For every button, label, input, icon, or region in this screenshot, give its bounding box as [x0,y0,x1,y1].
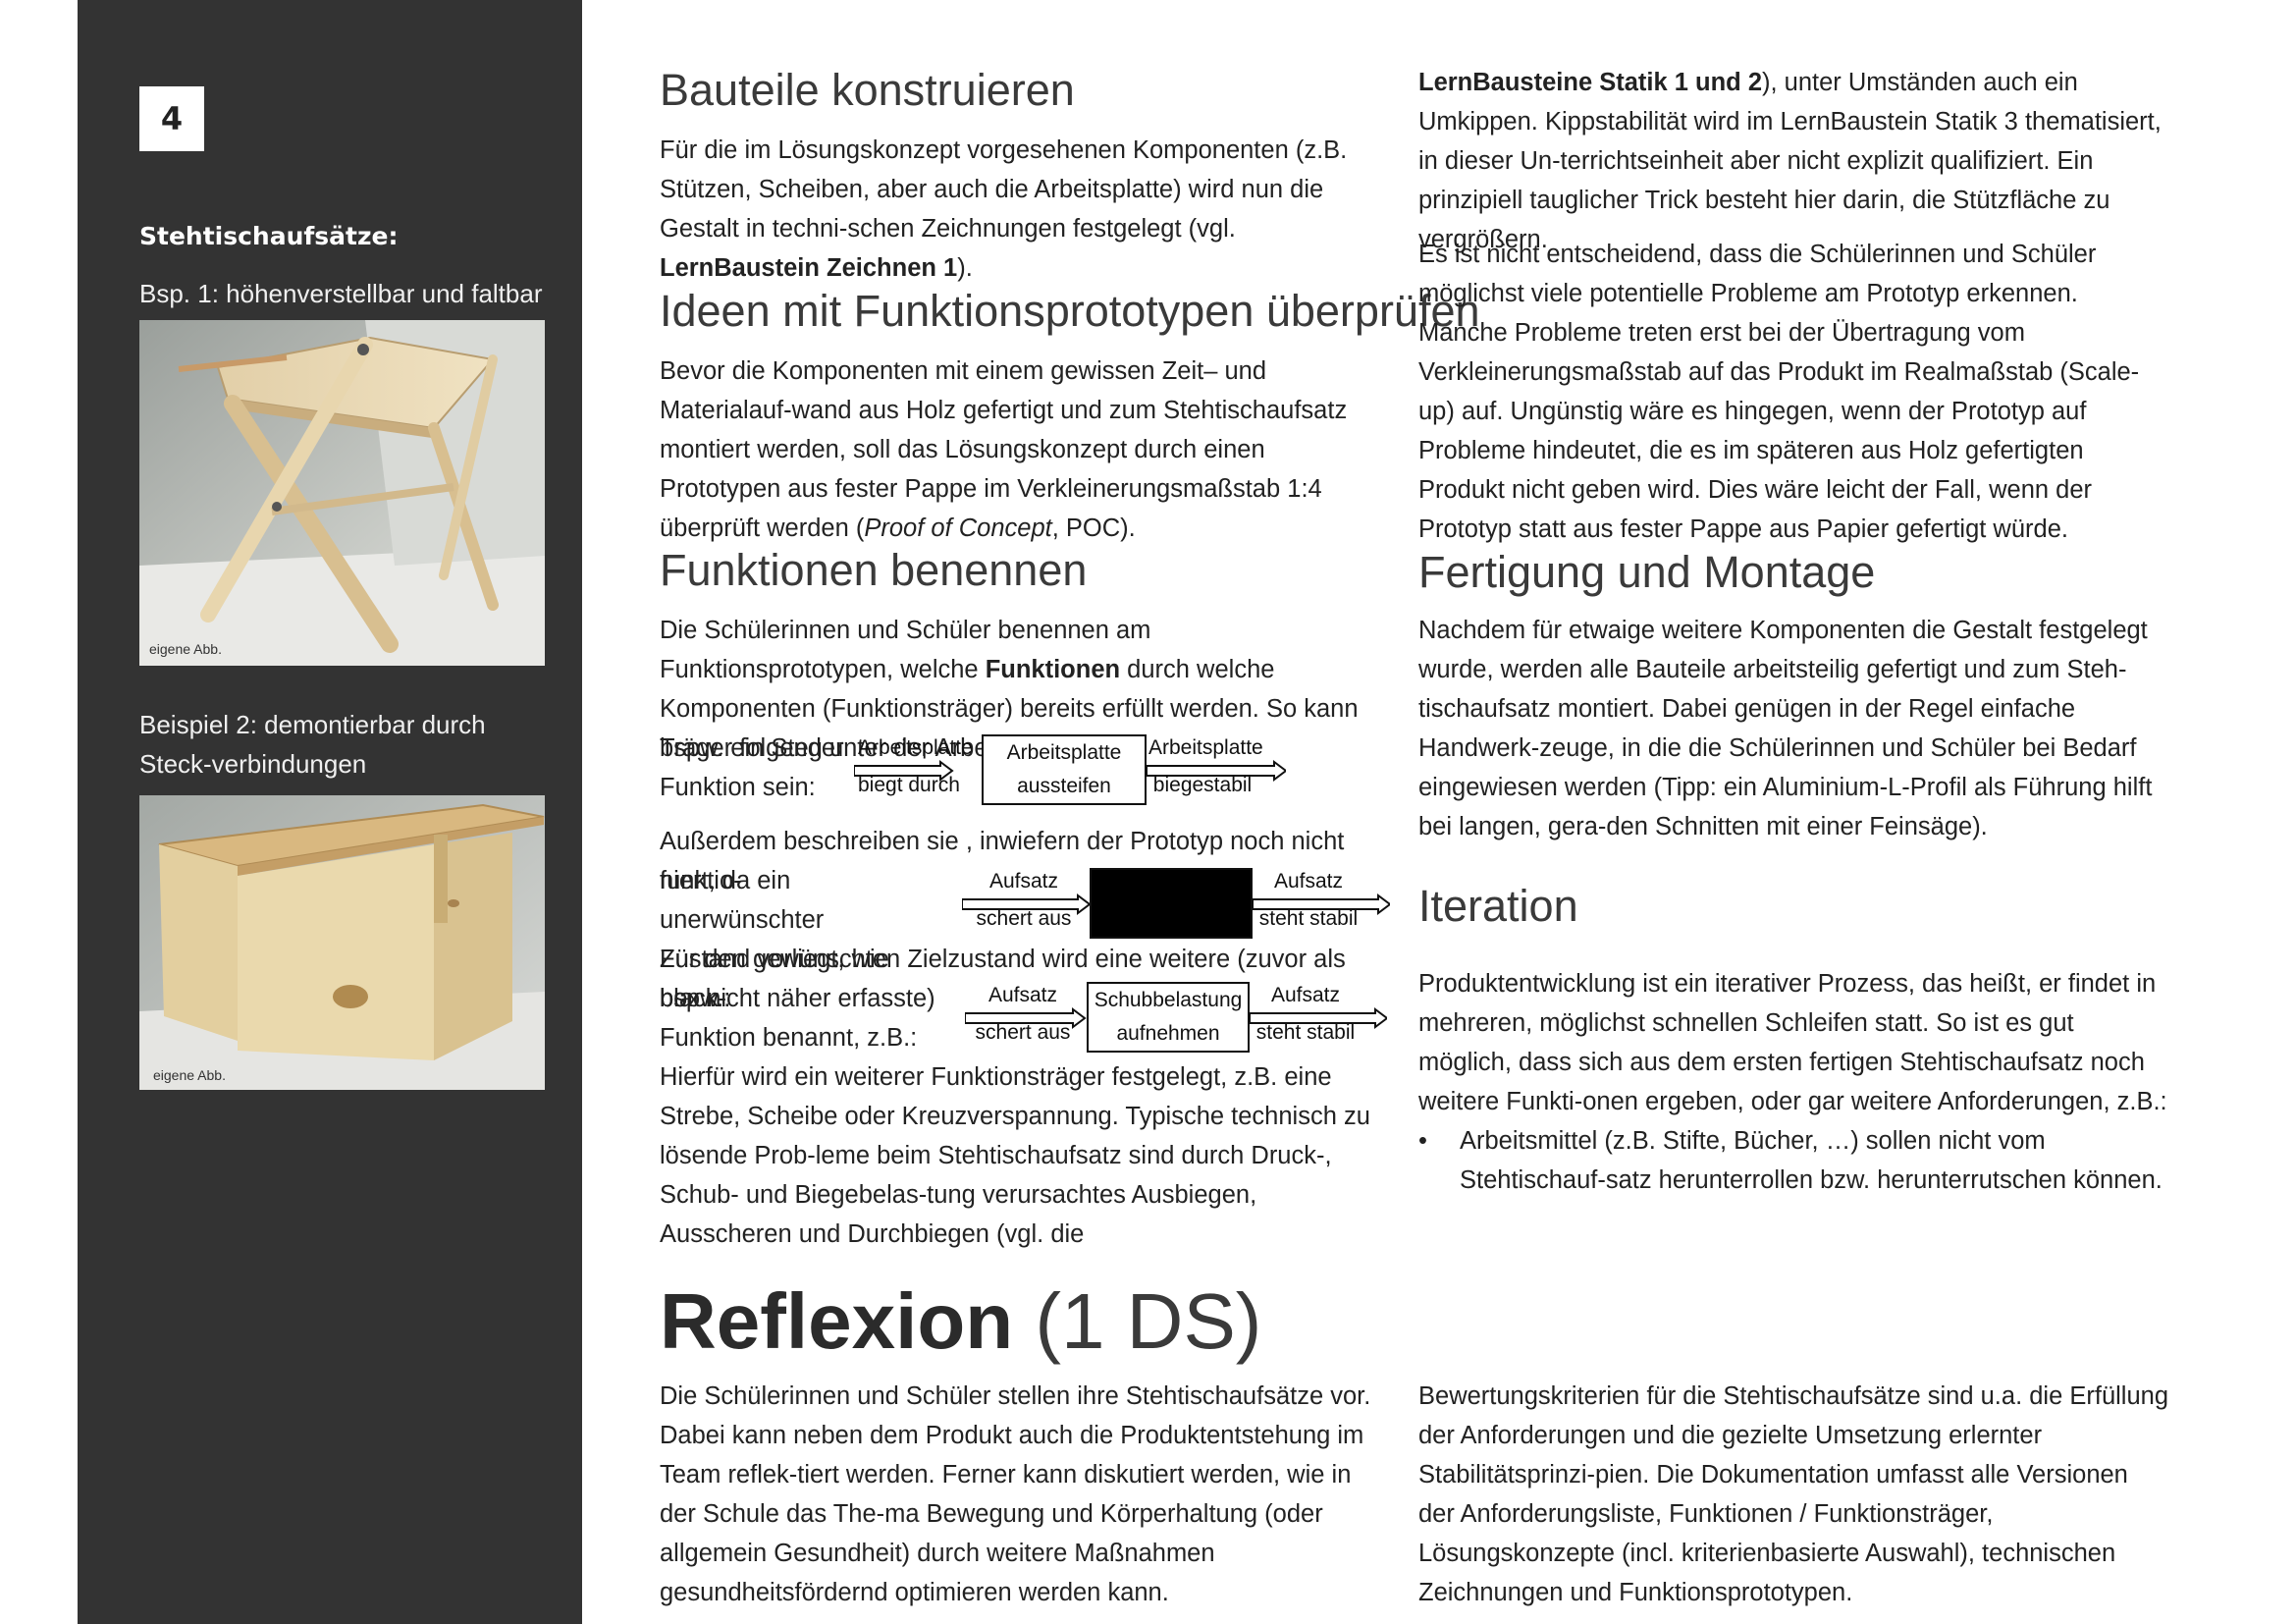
text: Funktion sein: [660,774,816,801]
diagram1-input-bottom: biegt durch [858,774,960,796]
diagram1-box-line2: aussteifen [1017,775,1111,797]
ref-zeichnen: LernBaustein Zeichnen 1 [660,254,958,282]
diagram2-input-bottom: schert aus [976,907,1072,930]
text: Bevor die Komponenten mit einem gewissen… [660,357,1348,542]
bullet-item: • Arbeitsmittel (z.B. Stifte, Bücher, …)… [1418,1121,2168,1200]
text: Träger folgender [660,734,844,762]
example2-caption: Beispiel 2: demontierbar durch Steck-ver… [139,710,486,779]
heading-iteration: Iteration [1418,881,1578,931]
bullet-icon: • [1418,1127,1427,1155]
diagram2-input-top: Aufsatz [988,870,1059,893]
text: , POC). [1051,514,1136,542]
paragraph-fertigung: Nachdem für etwaige weitere Komponenten … [1418,617,2153,840]
diagram2-black-box [1090,868,1253,939]
photo2-credit: eigene Abb. [153,1067,226,1083]
text: Die Schülerinnen und Schüler benennen am… [660,617,1151,683]
heading-bauteile: Bauteile konstruieren [660,65,1075,115]
diagram3-function-box: Schubbelastung aufnehmen [1087,982,1250,1053]
photo-plug-table: eigene Abb. [139,795,545,1090]
text: ). [957,254,973,282]
paragraph-probleme: Es ist nicht entscheidend, dass die Schü… [1418,241,2140,543]
example1-caption: Bsp. 1: höhenverstellbar und faltbar [139,279,543,308]
function-diagram-2: Aufsatz schert aus Aufsatz steht stabil [962,868,1390,941]
diagram3-box-line2: aufnehmen [1116,1022,1220,1045]
paragraph-iteration: Produktentwicklung ist ein iterativer Pr… [1418,970,2167,1115]
photo1-credit: eigene Abb. [149,641,222,657]
diagram2-output-top: Aufsatz [1273,870,1344,893]
paragraph-funktionstraeger: Hierfür wird ein weiterer Funktionsträge… [660,1063,1370,1248]
lead-diagram3: box nicht näher erfasste) Funktion benan… [660,979,954,1057]
diagram2-output-bottom: steht stabil [1258,907,1359,930]
diagram3-output-top: Aufsatz [1270,984,1341,1006]
paragraph-reflexion-right: Bewertungskriterien für die Stehtischauf… [1418,1382,2169,1606]
lead-diagram1: Träger folgender Funktion sein: [660,729,866,807]
paragraph-funktionsprototypen: Bevor die Komponenten mit einem gewissen… [660,352,1391,548]
text: Funktion benannt, z.B.: [660,1024,918,1052]
diagram1-input-top: Arbeitsplatte [858,736,973,759]
diagram3-input-bottom: schert aus [975,1021,1071,1044]
sidebar-heading: Stehtischaufsätze: [139,222,399,250]
diagram3-output-bottom: steht stabil [1255,1021,1356,1044]
paragraph-continuation: LernBausteine Statik 1 und 2), unter Ums… [1418,63,2169,259]
diagram3-box-line1: Schubbelastung [1094,989,1243,1011]
diagram1-function-box: Arbeitsplatte aussteifen [982,734,1147,805]
lead-diagram2: niert, da ein unerwünschter Zustand vorl… [660,861,954,1018]
text: Für die im Lösungskonzept vorgesehenen K… [660,136,1348,243]
ref-statik: LernBausteine Statik 1 und 2 [1418,69,1763,96]
reflexion-title-main: Reflexion [660,1277,1014,1365]
paragraph-ausserdem: Außerdem beschreiben sie , inwiefern der… [660,828,1345,894]
funktionen-bold: Funktionen [985,656,1121,683]
heading-funktionsprototypen: Ideen mit Funktionsprototypen überprüfen [660,286,1480,336]
paragraph-zielzustand: Für den gewünschten Zielzustand wird ein… [660,946,1346,1012]
diagram1-output-bottom: biegestabil [1152,774,1253,796]
heading-fertigung: Fertigung und Montage [1418,547,1876,597]
heading-funktionen: Funktionen benennen [660,545,1088,595]
text: Arbeitsmittel (z.B. Stifte, Bücher, …) s… [1460,1127,2163,1194]
reflexion-title: Reflexion (1 DS) [660,1276,1261,1367]
diagram1-box-line1: Arbeitsplatte [1006,741,1122,764]
function-diagram-3: Aufsatz schert aus Schubbelastung aufneh… [965,982,1387,1055]
photo-folding-table: eigene Abb. [139,320,545,666]
reflexion-title-duration: (1 DS) [1035,1277,1262,1365]
diagram3-input-top: Aufsatz [988,984,1058,1006]
text: Zustand vorliegt, wie bspw.: [660,946,889,1012]
proof-of-concept: Proof of Concept [864,514,1052,542]
paragraph-bauteile: Für die im Lösungskonzept vorgesehenen K… [660,131,1391,288]
diagram1-output-top: Arbeitsplatte [1148,736,1263,759]
text: box nicht näher erfasste) [660,985,935,1012]
paragraph-reflexion-left: Die Schülerinnen und Schüler stellen ihr… [660,1382,1371,1606]
function-diagram-1: Arbeitsplatte biegt durch Arbeitsplatte … [854,734,1286,807]
page-number: 4 [139,86,204,151]
text: niert, da ein unerwünschter [660,867,825,934]
text: ), unter Umständen auch ein Umkippen. Ki… [1418,69,2162,253]
